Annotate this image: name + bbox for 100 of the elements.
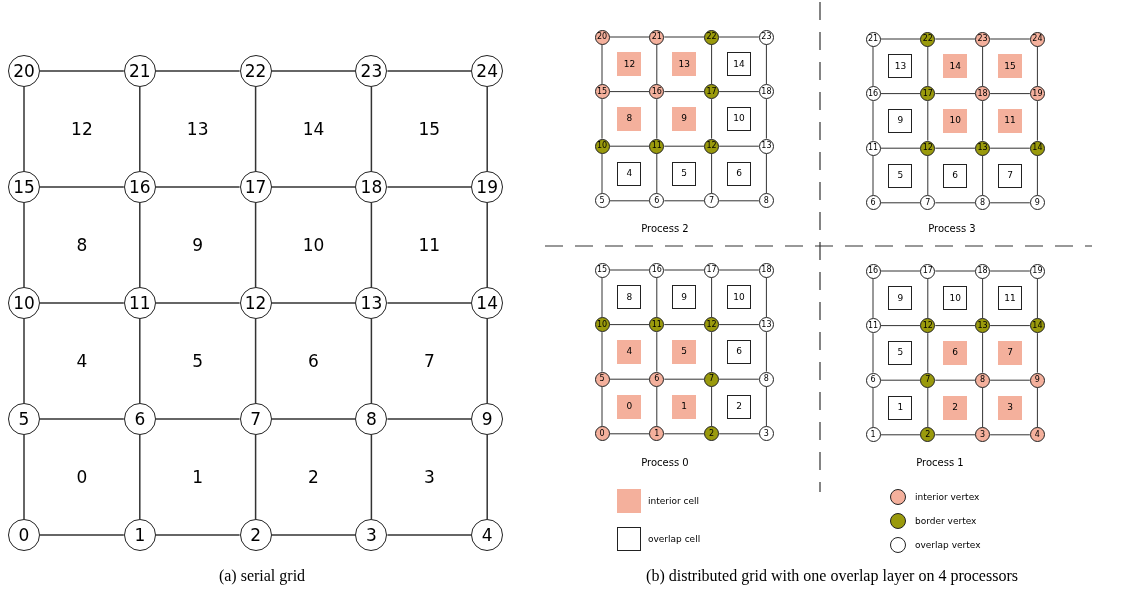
grid-line (155, 418, 241, 420)
cell-square: 5 (888, 340, 913, 365)
cell-square: 0 (617, 394, 642, 419)
vertex-circle: 1 (123, 519, 156, 551)
vertex-circle: 20 (8, 55, 40, 87)
grid-line (880, 38, 921, 40)
grid-line (601, 153, 603, 194)
grid-line (601, 386, 603, 427)
grid-line (711, 98, 713, 140)
grid-line (254, 318, 257, 404)
grid-line (254, 86, 257, 172)
vertex-circle: 17 (704, 262, 720, 278)
cell-square: 5 (672, 339, 697, 364)
vertex-circle: 15 (594, 262, 610, 278)
grid-line (139, 86, 141, 172)
grid-line (39, 534, 125, 536)
cell-number: 1 (192, 467, 204, 487)
grid-line (270, 186, 357, 188)
grid-line (486, 202, 488, 288)
grid-line (989, 202, 1031, 204)
vertex-circle: 2 (239, 519, 272, 551)
cell-square: 6 (727, 161, 751, 186)
grid-line (386, 186, 472, 188)
grid-line (155, 534, 241, 536)
grid-line (934, 38, 976, 40)
grid-line (386, 418, 472, 420)
vertex-circle: 12 (239, 287, 272, 319)
vertex-circle: 19 (1029, 86, 1045, 102)
cell-square: 7 (998, 340, 1022, 365)
vertex-circle: 14 (471, 287, 504, 319)
grid-line (982, 387, 984, 428)
vertex-circle: 7 (239, 403, 272, 435)
grid-line (663, 324, 705, 326)
cell-square: 12 (617, 52, 642, 77)
cell-square: 14 (727, 52, 751, 77)
cell-number: 0 (76, 467, 88, 487)
grid-line (601, 277, 603, 318)
cell-square: 9 (888, 108, 913, 133)
grid-line (765, 153, 767, 194)
grid-line (880, 325, 921, 327)
vertex-circle: 5 (594, 371, 610, 387)
vertex-circle: 7 (920, 372, 936, 388)
grid-line (711, 331, 713, 373)
cell-square: 6 (727, 339, 751, 364)
vertex-circle: 13 (758, 317, 774, 333)
grid-line (609, 36, 650, 38)
vertex-circle: 15 (8, 171, 40, 203)
vertex-circle: 18 (355, 171, 388, 203)
grid-line (609, 378, 650, 380)
legend-label: interior vertex (915, 492, 980, 502)
grid-line (601, 44, 603, 85)
grid-line (880, 379, 921, 381)
cell-square: 3 (998, 395, 1022, 420)
vertex-circle: 21 (865, 31, 881, 47)
vertex-circle: 16 (649, 262, 665, 278)
cell-number: 13 (186, 119, 209, 139)
grid-line (663, 378, 705, 380)
vertex-circle: 2 (704, 426, 720, 442)
grid-line (872, 278, 874, 319)
vertex-circle: 15 (594, 84, 610, 100)
grid-line (139, 318, 141, 404)
cell-number: 3 (423, 467, 435, 487)
vertex-circle: 2 (920, 427, 936, 443)
cell-number: 2 (308, 467, 319, 487)
cell-square: 9 (672, 106, 697, 131)
grid-line (927, 46, 929, 87)
grid-line (23, 202, 25, 288)
cell-number: 11 (418, 235, 441, 255)
grid-line (989, 379, 1031, 381)
vertex-circle: 22 (704, 29, 720, 45)
grid-line (927, 155, 929, 196)
grid-line (254, 202, 257, 288)
grid-line (139, 202, 141, 288)
panel-caption: Process 1 (916, 456, 964, 468)
grid-line (663, 91, 705, 93)
grid-line (1036, 155, 1038, 196)
vertex-circle: 3 (355, 519, 388, 551)
grid-line (370, 86, 373, 172)
vertex-circle: 16 (123, 171, 156, 203)
grid-line (934, 270, 976, 272)
cell-square: 6 (943, 340, 968, 365)
vertex-circle: 20 (594, 29, 610, 45)
grid-line (989, 93, 1031, 95)
vertex-circle: 18 (975, 86, 991, 102)
vertex-circle: 4 (471, 519, 504, 551)
panel-caption: Process 3 (928, 222, 976, 234)
cell-square: 8 (617, 106, 642, 131)
grid-line (872, 46, 874, 87)
vertex-circle: 11 (123, 287, 156, 319)
grid-line (663, 433, 705, 435)
grid-line (718, 91, 760, 93)
grid-line (486, 86, 488, 172)
grid-line (765, 44, 767, 85)
grid-line (765, 386, 767, 427)
grid-line (155, 186, 241, 188)
cell-square: 11 (998, 108, 1022, 133)
vertex-circle: 8 (758, 371, 774, 387)
grid-line (609, 91, 650, 93)
cell-square: 1 (672, 394, 697, 419)
grid-line (880, 147, 921, 149)
